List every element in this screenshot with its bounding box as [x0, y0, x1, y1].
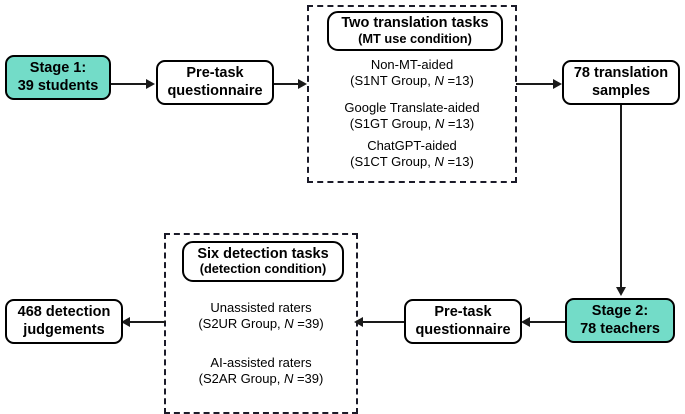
connector-stage1-to-pretask: [111, 83, 147, 85]
node-pretask-questionnaire-bottom: Pre-task questionnaire: [404, 299, 522, 344]
node-pretask-top-label: Pre-task questionnaire: [167, 65, 263, 99]
node-stage1-label: Stage 1: 39 students: [17, 60, 99, 94]
node-stage1: Stage 1: 39 students: [5, 55, 111, 100]
translation-group-1-name: Google Translate-aided: [344, 100, 480, 115]
translation-group-2-detail: (S1CT Group, N =13): [350, 154, 474, 170]
arrowhead-pretask-bottom-to-detection-panel: [354, 317, 363, 327]
translation-group-0: Non-MT-aided (S1NT Group, N =13): [307, 57, 517, 90]
detection-tasks-header: Six detection tasks (detection condition…: [182, 241, 344, 282]
translation-group-1-detail: (S1GT Group, N =13): [349, 116, 475, 132]
connector-samples-to-stage2: [620, 105, 622, 293]
connector-stage2-to-pretask-bottom: [528, 321, 566, 323]
detection-group-0-detail: (S2UR Group, N =39): [198, 316, 324, 332]
detection-header-line2: (detection condition): [199, 261, 327, 277]
node-pretask-questionnaire-top: Pre-task questionnaire: [156, 60, 274, 105]
translation-tasks-panel: [307, 5, 517, 183]
translation-header-line1: Two translation tasks: [341, 15, 489, 32]
node-stage2-label: Stage 2: 78 teachers: [580, 303, 660, 337]
node-translation-samples: 78 translation samples: [562, 60, 680, 105]
translation-group-1: Google Translate-aided (S1GT Group, N =1…: [307, 100, 517, 133]
connector-pretask-to-translation-panel: [274, 83, 300, 85]
connector-translation-panel-to-samples: [516, 83, 560, 85]
translation-group-2-name: ChatGPT-aided: [367, 138, 457, 153]
connector-pretask-bottom-to-detection-panel: [361, 321, 405, 323]
node-pretask-bottom-label: Pre-task questionnaire: [415, 304, 511, 338]
arrowhead-detection-panel-to-judgements: [121, 317, 130, 327]
connector-detection-panel-to-judgements: [128, 321, 166, 323]
node-stage2: Stage 2: 78 teachers: [565, 298, 675, 343]
detection-group-1: AI-assisted raters (S2AR Group, N =39): [164, 355, 358, 388]
translation-header-line2: (MT use condition): [358, 30, 472, 46]
arrowhead-stage2-to-pretask-bottom: [521, 317, 530, 327]
detection-group-0-name: Unassisted raters: [210, 300, 312, 315]
translation-group-0-detail: (S1NT Group, N =13): [350, 73, 474, 89]
detection-header-line1: Six detection tasks: [197, 245, 329, 262]
arrowhead-translation-panel-to-samples: [553, 79, 562, 89]
node-translation-samples-label: 78 translation samples: [573, 65, 669, 99]
arrowhead-pretask-to-translation-panel: [298, 79, 307, 89]
detection-group-1-name: AI-assisted raters: [210, 355, 312, 370]
arrowhead-stage1-to-pretask: [146, 79, 155, 89]
detection-group-0: Unassisted raters (S2UR Group, N =39): [164, 300, 358, 333]
translation-tasks-header: Two translation tasks (MT use condition): [327, 11, 503, 51]
translation-group-0-name: Non-MT-aided: [370, 57, 454, 72]
translation-group-2: ChatGPT-aided (S1CT Group, N =13): [307, 138, 517, 171]
node-detection-judgements-label: 468 detection judgements: [17, 304, 111, 338]
node-detection-judgements: 468 detection judgements: [5, 299, 123, 344]
detection-group-1-detail: (S2AR Group, N =39): [198, 371, 324, 387]
arrowhead-samples-to-stage2: [616, 287, 626, 296]
